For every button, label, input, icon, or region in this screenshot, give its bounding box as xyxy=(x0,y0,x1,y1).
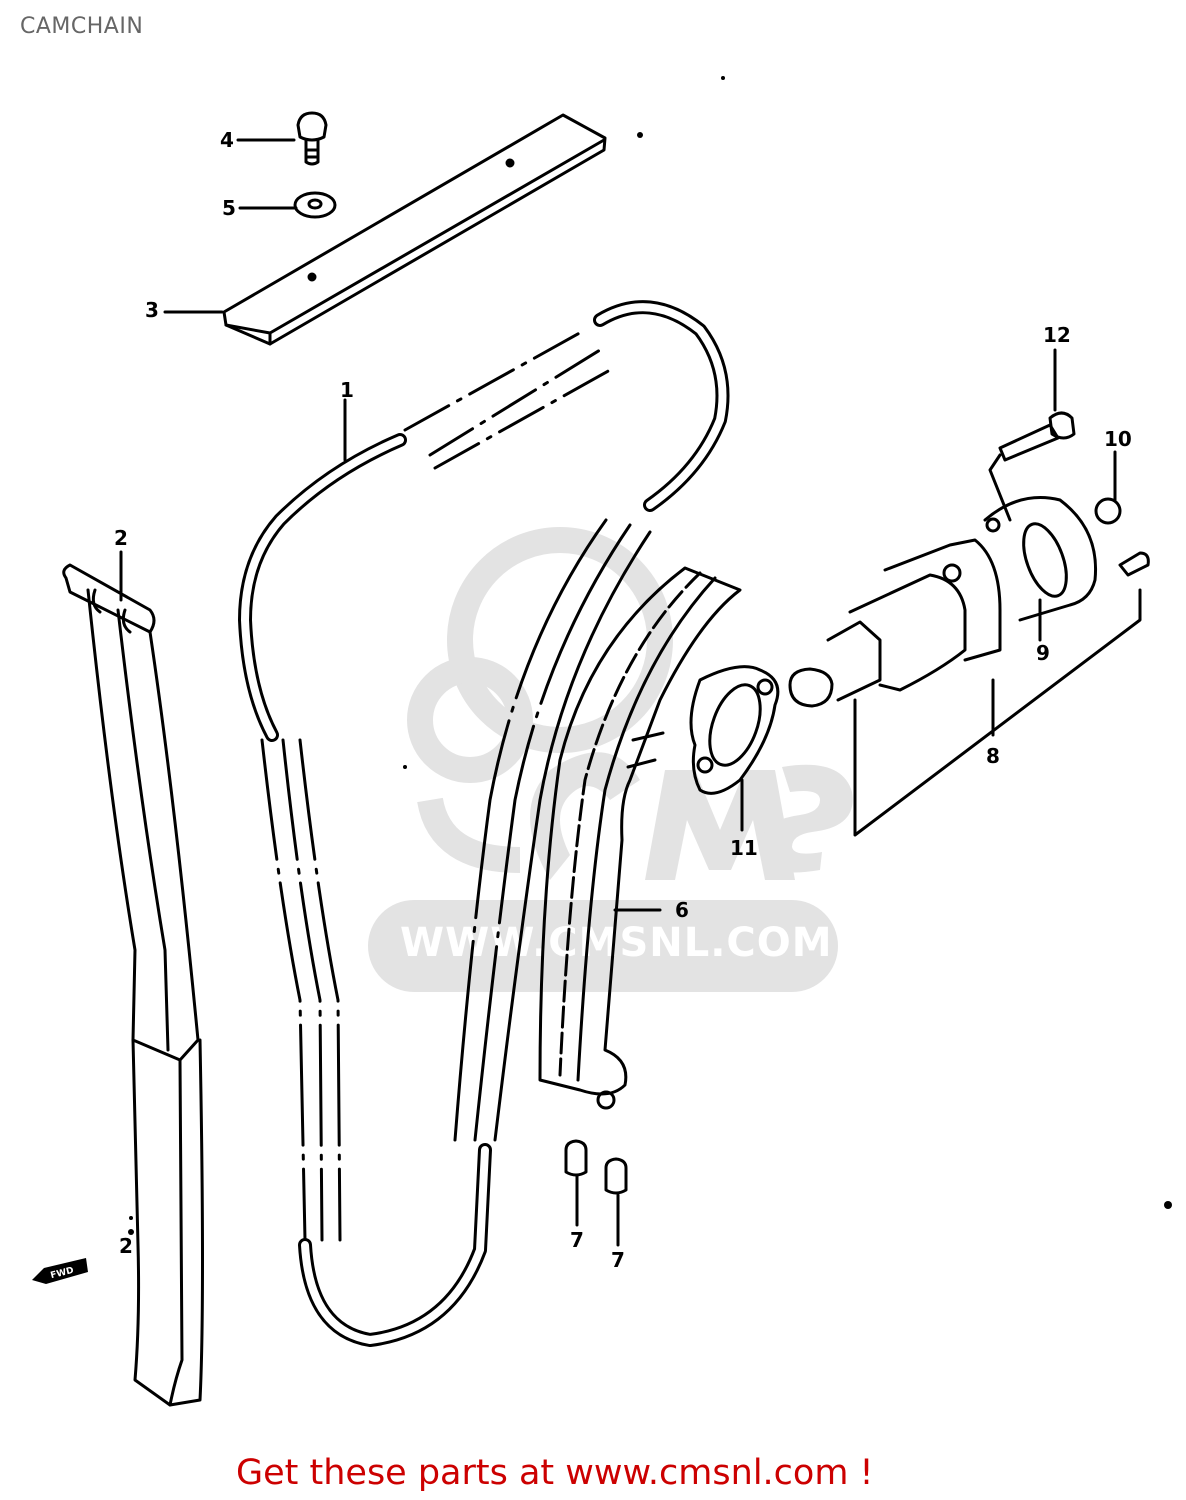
watermark-pill xyxy=(368,900,838,992)
part-6-tensioner-guide xyxy=(538,566,742,1110)
part-2-rear-guide xyxy=(62,563,204,1407)
callout-2-lower: 2 xyxy=(119,1234,133,1258)
part-1-cam-chain xyxy=(238,300,730,1347)
part-12-bolt xyxy=(998,411,1076,462)
callout-1: 1 xyxy=(340,378,354,402)
callout-10: 10 xyxy=(1104,427,1132,451)
part-4-bolt xyxy=(296,111,328,166)
part-7-dampers xyxy=(564,1139,628,1195)
callout-2: 2 xyxy=(114,526,128,550)
callout-7-left: 7 xyxy=(570,1228,584,1252)
page-title: CAMCHAIN xyxy=(20,14,144,39)
arrow-left-icon: FWD xyxy=(32,1258,88,1284)
callout-6: 6 xyxy=(675,898,689,922)
callout-3: 3 xyxy=(145,298,159,322)
callout-12: 12 xyxy=(1043,323,1071,347)
callout-9: 9 xyxy=(1036,641,1050,665)
part-5-washer xyxy=(293,191,337,219)
part-8-tensioner-assembly xyxy=(788,496,1098,708)
callout-5: 5 xyxy=(222,196,236,220)
part-10-plug xyxy=(1094,497,1122,525)
callout-8: 8 xyxy=(986,744,1000,768)
part-11-gasket xyxy=(689,665,780,795)
callout-11: 11 xyxy=(730,836,758,860)
small-bolt xyxy=(1118,551,1150,577)
part-3-top-guide xyxy=(222,113,607,346)
get-parts-link[interactable]: Get these parts at www.cmsnl.com ! xyxy=(236,1453,874,1493)
callout-4: 4 xyxy=(220,128,234,152)
callout-7-right: 7 xyxy=(611,1248,625,1272)
